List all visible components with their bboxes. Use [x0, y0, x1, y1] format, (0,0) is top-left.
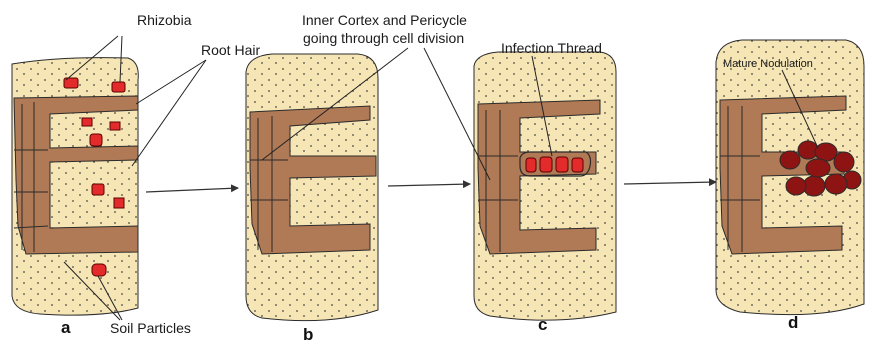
label-root-hair: Root Hair: [201, 42, 260, 58]
leader-lines: [64, 36, 818, 320]
panel-b: [246, 54, 378, 321]
flow-arrow-b-c: [388, 184, 470, 186]
panel-letter-b: b: [303, 325, 313, 343]
panel-a: [12, 58, 138, 316]
label-rhizobia: Rhizobia: [137, 12, 192, 28]
label-infection-thread: Infection Thread: [501, 40, 602, 56]
panel-letter-a: a: [61, 318, 71, 337]
label-cell-division-line1: Inner Cortex and Pericycle: [302, 12, 467, 28]
label-mature-nodulation: Mature Nodulation: [723, 58, 813, 70]
panel-d: [716, 40, 864, 315]
panel-letter-d: d: [788, 313, 798, 332]
label-soil-particles: Soil Particles: [110, 320, 191, 336]
flow-arrow-a-b: [146, 188, 238, 192]
flow-arrow-c-d: [624, 182, 716, 184]
panel-letter-c: c: [538, 315, 547, 334]
panel-c: [474, 52, 616, 320]
label-cell-division-line2: going through cell division: [303, 30, 464, 46]
